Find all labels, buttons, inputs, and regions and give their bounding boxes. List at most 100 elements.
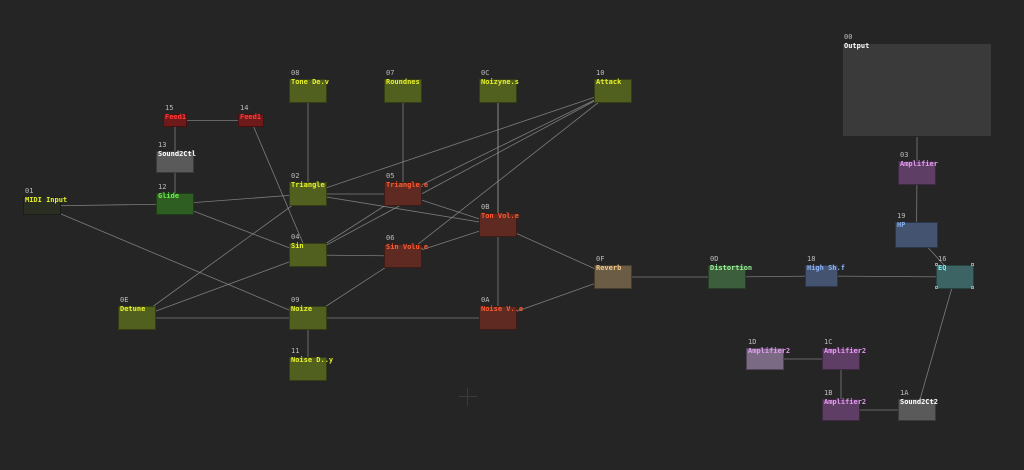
- node-id-label: 18: [807, 255, 816, 263]
- wire-04-10[interactable]: [307, 90, 614, 256]
- node-title: Amplifier2: [748, 347, 791, 355]
- wire-0E-04[interactable]: [136, 254, 309, 319]
- crosshair-cursor-icon: [459, 388, 477, 406]
- node-title: Ton Vol.e: [481, 212, 519, 220]
- wire-14-04[interactable]: [250, 120, 309, 256]
- wire-01-12[interactable]: [41, 203, 176, 207]
- node-title: Noise V..e: [481, 305, 524, 313]
- node-id-label: 19: [897, 212, 906, 220]
- node-title: Amplifier: [900, 160, 938, 168]
- node-id-label: 16: [938, 255, 947, 263]
- node-title: Triangle.e: [386, 181, 429, 189]
- node-id-label: 07: [386, 69, 395, 77]
- node-title: Sound2Ctl: [158, 150, 196, 158]
- node-id-label: 0D: [710, 255, 719, 263]
- node-title: Distortion: [710, 264, 753, 272]
- node-title: Attack: [596, 78, 622, 86]
- node-id-label: 0A: [481, 296, 490, 304]
- wire-1A-16[interactable]: [916, 276, 956, 411]
- wire-01-09[interactable]: [41, 205, 309, 319]
- wire-02-0B[interactable]: [307, 193, 499, 226]
- node-id-label: 15: [165, 104, 174, 112]
- node-title: MIDI Input: [25, 196, 68, 204]
- node-id-label: 1C: [824, 338, 833, 346]
- node-id-label: 13: [158, 141, 167, 149]
- node-id-label: 00: [844, 33, 853, 41]
- node-title: HP: [897, 221, 906, 229]
- node-id-label: 14: [240, 104, 249, 112]
- node-title: Noizyne.s: [481, 78, 519, 86]
- node-id-label: 0C: [481, 69, 490, 77]
- wire-02-10[interactable]: [307, 90, 614, 195]
- node-title: Triangle: [291, 181, 325, 189]
- node-port-marker[interactable]: [971, 286, 974, 289]
- wire-0B-0F[interactable]: [497, 224, 614, 278]
- wire-06-10[interactable]: [402, 90, 614, 257]
- node-port-marker[interactable]: [971, 263, 974, 266]
- wire-05-10[interactable]: [402, 90, 614, 195]
- node-title: Reverb: [596, 264, 622, 272]
- node-title: Feed1: [240, 113, 262, 121]
- node-id-label: 12: [158, 183, 167, 191]
- node-id-label: 11: [291, 347, 300, 355]
- wire-12-02[interactable]: [174, 193, 309, 205]
- node-title: Sin: [291, 242, 304, 250]
- node-id-label: 08: [291, 69, 300, 77]
- node-id-label: 01: [25, 187, 34, 195]
- node-port-marker[interactable]: [935, 263, 938, 266]
- node-id-label: 05: [386, 172, 395, 180]
- wire-0E-02[interactable]: [136, 193, 309, 319]
- node-id-label: 0B: [481, 203, 490, 211]
- wire-12-04[interactable]: [174, 203, 309, 256]
- wire-18-16[interactable]: [821, 275, 956, 278]
- node-title: Glide: [158, 192, 180, 200]
- node-title: Detune: [120, 305, 146, 313]
- node-title: Amplifier2: [824, 398, 867, 406]
- node-title: Amplifier2: [824, 347, 867, 355]
- node-id-label: 10: [596, 69, 605, 77]
- node-id-label: 1B: [824, 389, 833, 397]
- node-title: Sin Volu.e: [386, 243, 429, 251]
- node-id-label: 0E: [120, 296, 129, 304]
- node-id-label: 1D: [748, 338, 757, 346]
- node-id-label: 02: [291, 172, 300, 180]
- node-title: Sound2Ct2: [900, 398, 938, 406]
- node-id-label: 03: [900, 151, 909, 159]
- node-port-marker[interactable]: [935, 286, 938, 289]
- node-title: Noize: [291, 305, 313, 313]
- wire-0A-0F[interactable]: [497, 276, 614, 319]
- node-title: Tone De.v: [291, 78, 329, 86]
- node-id-label: 06: [386, 234, 395, 242]
- node-id-label: 1A: [900, 389, 909, 397]
